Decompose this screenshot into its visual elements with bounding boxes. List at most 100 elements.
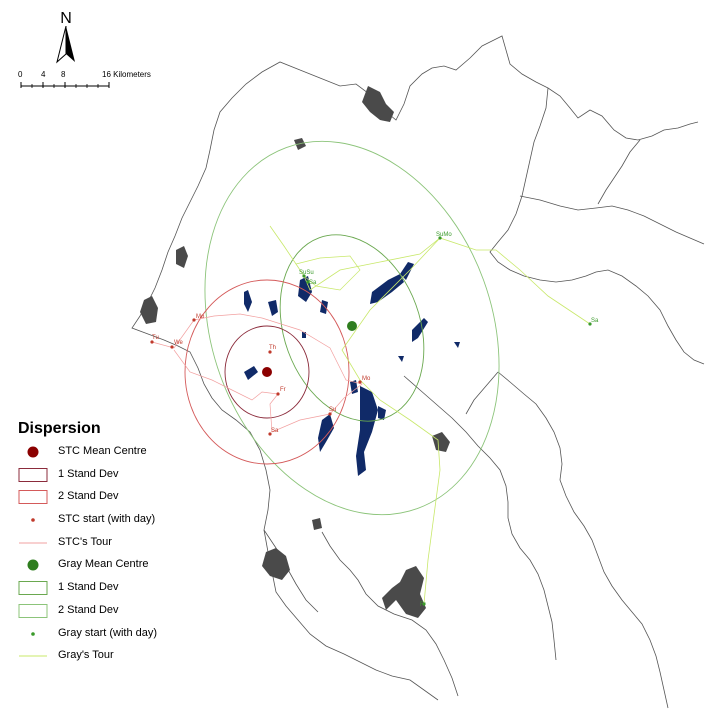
county-boundary-east [489,87,705,365]
lake [412,318,428,342]
estuary-south [321,531,459,697]
gray-1sd-symbol [18,581,48,596]
legend-item-stc-1sd: 1 Stand Dev [14,465,214,488]
lake [454,342,460,348]
gray-start-points: SuSu Sa SuMo Sa Fr [299,232,599,608]
stc-point-label: Mo [362,376,371,382]
grey-patch [262,548,290,580]
legend-item-stc-2sd: 2 Stand Dev [14,487,214,510]
legend-item-gray-mean: Gray Mean Centre [14,555,214,578]
north-letter: N [60,10,72,27]
north-coast [299,35,699,141]
lakes [244,262,460,476]
scale-bar-graphic [20,82,110,88]
lake [320,300,328,314]
stc-mean-centre [262,367,272,377]
stc-point: Th [268,345,276,354]
grey-patch [312,518,322,530]
legend-item-gray-tour: Gray's Tour [14,646,214,669]
gray-point-label: Sa [309,280,317,286]
legend-item-stc-tour: STC's Tour [14,533,214,556]
legend-label: Gray's Tour [58,649,114,662]
gray-start-symbol [31,631,35,636]
legend-label: STC Mean Centre [58,445,147,457]
lake [356,386,378,476]
legend-label: 1 Stand Dev [58,581,119,594]
stc-point-label: Fr [280,387,286,393]
legend-label: STC's Tour [58,535,112,548]
lake [370,274,404,304]
stc-point: Fr [276,387,286,396]
stc-start-points: Tu We Mo Th Fr Sa Su Mo [150,314,371,436]
stc-1sd-ellipse [224,325,310,419]
grey-patch [176,246,188,268]
stc-point: Mo [358,376,371,384]
legend-label: Gray start (with day) [58,626,158,639]
legend-item-gray-1sd: 1 Stand Dev [14,578,214,601]
lake [268,300,278,316]
lake [302,332,306,338]
gray-point: Sa [588,318,599,326]
lake [244,366,258,380]
gray-mean-symbol [27,559,39,571]
stc-tour-symbol [19,542,47,544]
lake [398,356,404,362]
stc-point-label: Sa [271,428,279,434]
scale-tick-label: 0 [18,70,23,79]
stc-point: Tu [150,335,159,344]
lake [244,290,252,312]
lake [378,406,386,420]
stc-2sd-ellipse [184,279,350,465]
stc-point-label: We [174,340,184,346]
sd-ellipses [184,140,500,516]
scale-tick-label: 8 [61,70,66,79]
gray-mean-centre [347,321,357,331]
county-boundary-south [497,371,669,709]
boundary-inner-2 [465,371,499,415]
gray-point: Fr [420,602,426,608]
gray-tour-line-3 [295,255,361,291]
gray-point-label: Fr [420,602,426,608]
lake [318,414,334,452]
grey-patch [382,566,426,618]
gray-2sd-ellipse [204,140,500,516]
stc-point: Sa [268,428,279,436]
gray-2sd-symbol [18,603,48,618]
gray-point-label: SuSu [299,270,314,276]
stc-start-symbol [31,518,35,522]
legend-title: Dispersion [18,420,101,437]
gray-point: Sa [306,280,317,286]
grey-patch [362,86,394,122]
boundary-inner-1 [403,375,557,661]
gray-point: SuMo [436,232,452,240]
lake [400,262,414,280]
estuary-west [263,529,319,613]
boundary-inner-3 [519,195,705,245]
lake [350,380,358,394]
scale-tick-label: 4 [41,70,46,79]
scale-bar: 0 4 8 16 Kilometers [18,70,168,92]
gray-tour-line-2 [341,237,441,605]
legend-label: Gray Mean Centre [58,558,149,571]
tours [151,225,591,605]
stc-point-label: Th [269,345,276,351]
legend-label: 2 Stand Dev [58,490,119,503]
legend: Dispersion STC Mean Centre 1 Stand Dev 2… [14,420,214,669]
gray-1sd-ellipse [279,234,425,422]
gray-point: SuSu [299,270,314,278]
legend-item-gray-2sd: 2 Stand Dev [14,601,214,624]
boundary-inner-4 [597,139,641,205]
north-arrow-icon [56,26,75,64]
stc-point-label: Mo [196,314,205,320]
gray-point-label: Sa [591,318,599,324]
scale-tick-label: 16 Kilometers [102,70,151,79]
stc-point-label: Su [329,407,336,413]
stc-mean-symbol [27,446,39,458]
stc-point: Mo [192,314,205,322]
grey-patch [432,432,450,452]
grey-patch [140,296,158,324]
legend-item-gray-start: Gray start (with day) [14,624,214,647]
north-arrow: N [53,10,79,64]
stc-point: We [170,340,184,349]
